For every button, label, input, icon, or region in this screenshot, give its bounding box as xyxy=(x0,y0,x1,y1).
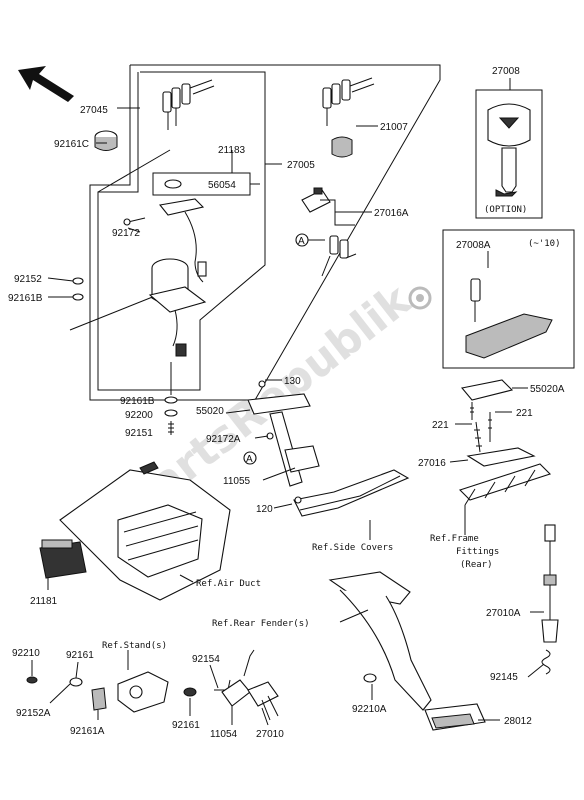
label-92152: 92152 xyxy=(14,274,42,285)
grommet-92210A xyxy=(363,673,377,683)
callout-a-top-label: A xyxy=(298,236,305,247)
label-28012: 28012 xyxy=(504,716,532,727)
label-92161C: 92161C xyxy=(54,139,89,150)
label-92210A: 92210A xyxy=(352,704,387,715)
label-27010A: 27010A xyxy=(486,608,521,619)
label-ref-frame-3: (Rear) xyxy=(460,560,493,570)
label-92151: 92151 xyxy=(125,428,153,439)
label-27045: 27045 xyxy=(80,105,108,116)
washer-92161B xyxy=(72,293,84,301)
label-120: 120 xyxy=(256,504,273,515)
label-92172A: 92172A xyxy=(206,434,241,445)
switch-27016 xyxy=(466,447,536,467)
label-130: 130 xyxy=(284,376,301,387)
label-21183: 21183 xyxy=(218,145,246,156)
label-27008A-note: (~'10) xyxy=(528,239,561,249)
rear-fender xyxy=(328,571,486,731)
label-221-right: 221 xyxy=(516,408,533,419)
label-21007: 21007 xyxy=(380,122,408,133)
callout-a-mid-label: A xyxy=(246,454,253,465)
key-icon xyxy=(322,77,375,126)
label-92200: 92200 xyxy=(125,410,153,421)
label-ref-air-duct: Ref.Air Duct xyxy=(196,579,261,589)
label-ref-side-covers: Ref.Side Covers xyxy=(312,543,393,553)
washer-92200 xyxy=(164,409,178,417)
label-55020: 55020 xyxy=(196,406,224,417)
label-option: (OPTION) xyxy=(484,205,527,215)
key-icon xyxy=(162,79,215,130)
box-27008 xyxy=(475,89,543,219)
ignition-switch xyxy=(148,258,207,357)
connector-27010A xyxy=(541,524,559,675)
cap-92161C-body xyxy=(94,137,118,151)
bracket-55020 xyxy=(247,393,410,517)
front-direction-arrow-icon xyxy=(18,66,74,102)
label-ref-stand: Ref.Stand(s) xyxy=(102,641,167,651)
bracket-21183 xyxy=(158,198,205,216)
bolt-221-left-top xyxy=(470,402,474,420)
label-ref-frame-2: Fittings xyxy=(456,547,499,557)
label-92210: 92210 xyxy=(12,648,40,659)
bolt-92151 xyxy=(168,421,174,435)
label-92161B-left: 92161B xyxy=(8,293,43,304)
label-56054: 56054 xyxy=(208,180,236,191)
cap-21007 xyxy=(331,136,353,158)
connector-21183 xyxy=(197,261,207,277)
key-icon xyxy=(465,278,553,359)
label-11055: 11055 xyxy=(223,476,251,487)
label-92161-a: 92161 xyxy=(66,650,94,661)
label-92161-b: 92161 xyxy=(172,720,200,731)
callout-a-mid xyxy=(243,451,257,465)
label-27016A: 27016A xyxy=(374,208,409,219)
label-27016: 27016 xyxy=(418,458,446,469)
label-92161A: 92161A xyxy=(70,726,105,737)
key-icon xyxy=(301,187,357,277)
label-92145: 92145 xyxy=(490,672,518,683)
label-ref-frame-1: Ref.Frame xyxy=(430,534,479,544)
label-ref-rear-fender: Ref.Rear Fender(s) xyxy=(212,619,310,629)
leader-lines xyxy=(31,78,545,726)
wire-21183 xyxy=(184,211,204,283)
key-icon xyxy=(487,103,531,197)
label-21181: 21181 xyxy=(30,596,58,607)
label-27008: 27008 xyxy=(492,66,520,77)
bolt-221-right xyxy=(488,412,492,442)
label-92161B-mid: 92161B xyxy=(120,396,155,407)
label-55020A: 55020A xyxy=(530,384,565,395)
label-92152A: 92152A xyxy=(16,708,51,719)
label-221-left: 221 xyxy=(432,420,449,431)
label-11054: 11054 xyxy=(210,729,238,740)
stand-parts xyxy=(26,649,279,721)
gear-icon xyxy=(408,286,432,310)
washer-92161B-mid xyxy=(164,396,178,404)
bolt-221-left xyxy=(474,421,482,453)
bracket-55020A xyxy=(460,379,514,401)
label-92172: 92172 xyxy=(112,228,140,239)
label-92154: 92154 xyxy=(192,654,220,665)
washer-56054 xyxy=(164,179,182,189)
box-27008A xyxy=(442,229,575,369)
label-27005: 27005 xyxy=(287,160,315,171)
label-27010: 27010 xyxy=(256,729,284,740)
label-27008A: 27008A xyxy=(456,240,491,251)
air-duct-assembly xyxy=(39,461,231,601)
washer-92152 xyxy=(72,277,84,285)
